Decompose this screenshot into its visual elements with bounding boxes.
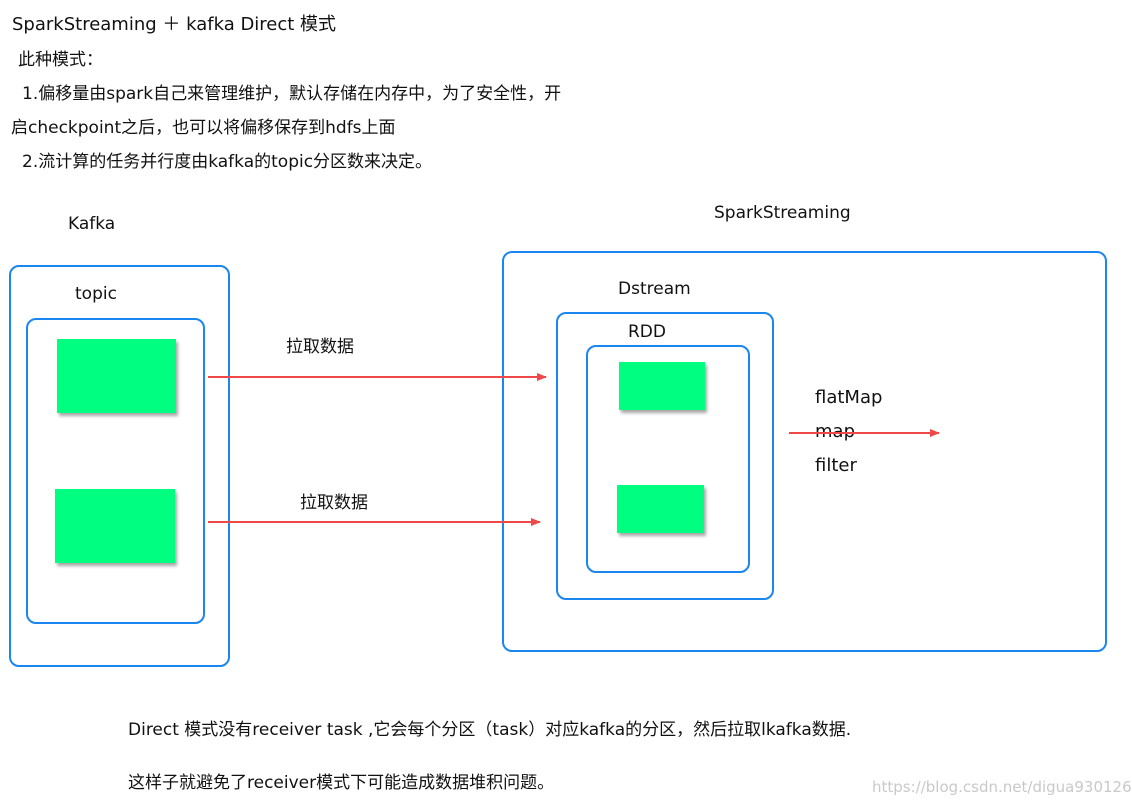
dstream-label: Dstream [618,279,691,299]
kafka-partition-1 [57,339,176,413]
point-1-line-1: 1.偏移量由spark自己来管理维护，默认存储在内存中，为了安全性，开 [22,84,562,104]
pull-data-label-2: 拉取数据 [300,493,368,513]
kafka-partition-2 [55,489,175,563]
mode-subtitle: 此种模式： [18,50,103,70]
kafka-label: Kafka [68,214,116,234]
topic-label: topic [75,284,117,304]
rdd-label: RDD [628,322,666,342]
kafka-box [9,265,230,667]
operation-filter: filter [815,455,857,476]
topic-box [26,318,205,624]
dstream-box [556,312,774,600]
operation-map: map [815,421,855,442]
point-1-line-2: 启checkpoint之后，也可以将偏移保存到hdfs上面 [11,118,396,138]
watermark: https://blog.csdn.net/digua930126 [872,778,1132,796]
footer-note-2: 这样子就避免了receiver模式下可能造成数据堆积问题。 [128,773,555,793]
footer-note-1: Direct 模式没有receiver task ,它会每个分区（task）对应… [128,720,852,740]
rdd-box [586,345,750,573]
point-2: 2.流计算的任务并行度由kafka的topic分区数来决定。 [22,152,433,172]
page-title: SparkStreaming ＋ kafka Direct 模式 [12,14,337,35]
rdd-partition-1 [619,362,705,410]
sparkstreaming-box [502,251,1107,652]
pull-data-label-1: 拉取数据 [286,337,354,357]
sparkstreaming-label: SparkStreaming [714,203,851,223]
operation-flatmap: flatMap [815,387,883,408]
rdd-partition-2 [617,485,704,533]
